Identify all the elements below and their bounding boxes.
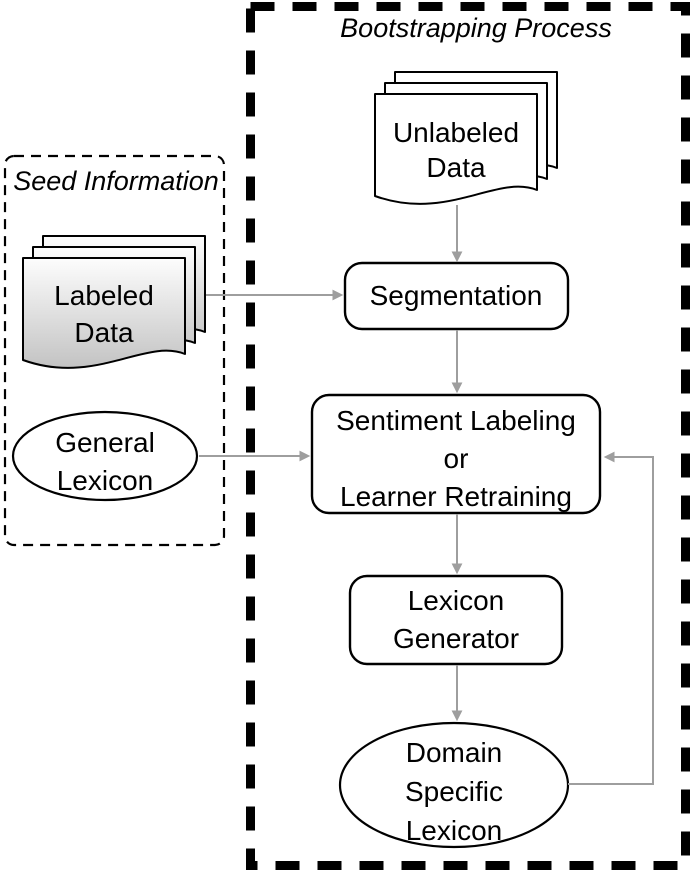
segmentation-node [343, 261, 570, 331]
lexicon-generator-node [348, 574, 564, 666]
labeled-data-label: Data [74, 317, 134, 348]
seed-information-box [3, 154, 226, 547]
sentiment-labeling-label: Learner Retraining [340, 481, 572, 512]
sentiment-labeling-label: or [444, 443, 469, 474]
unlabeled-data-label: Unlabeled [393, 117, 519, 148]
sentiment-labeling-node [310, 393, 602, 515]
general-lexicon-label: General [55, 427, 155, 458]
general-lexicon-node [11, 410, 199, 502]
lexicon-generator-label: Generator [393, 623, 519, 654]
domain-specific-lexicon-label: Specific [405, 776, 503, 807]
domain-specific-lexicon-label: Lexicon [406, 815, 503, 846]
labeled-data-label: Labeled [54, 280, 154, 311]
segmentation-label: Segmentation [370, 280, 543, 311]
general-lexicon-label: Lexicon [57, 465, 154, 496]
document-page-icon [22, 257, 186, 369]
bootstrapping-process-box [246, 2, 690, 870]
document-page-icon [374, 93, 538, 205]
edge-group [199, 205, 654, 785]
unlabeled-data-label: Data [426, 152, 486, 183]
seed-information-title: Seed Information [13, 166, 219, 196]
sentiment-labeling-label: Sentiment Labeling [336, 405, 576, 436]
lexicon-generator-label: Lexicon [408, 585, 505, 616]
domain-specific-lexicon-label: Domain [406, 737, 502, 768]
bootstrapping-process-title: Bootstrapping Process [340, 13, 612, 43]
edge-feedback-domain-lexicon-to-sentiment-labeling [568, 451, 654, 785]
